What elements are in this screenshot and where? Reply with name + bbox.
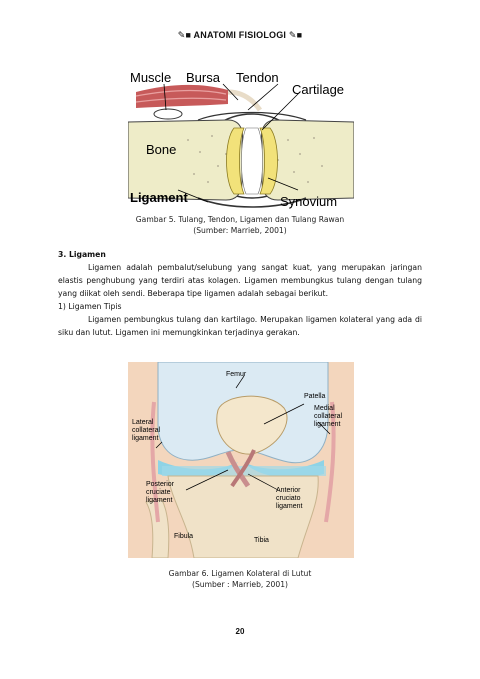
running-header: ✎■ ANATOMI FISIOLOGI ✎■ bbox=[0, 30, 480, 41]
label-anterior-1: Anterior bbox=[276, 487, 301, 494]
label-femur: Femur bbox=[226, 371, 247, 378]
header-title: ANATOMI FISIOLOGI bbox=[193, 30, 287, 40]
paragraph-2: Ligamen pembungkus tulang dan kartilago.… bbox=[58, 315, 422, 337]
label-medial-1: Medial bbox=[314, 405, 335, 412]
label-medial-3: ligament bbox=[314, 421, 341, 428]
figure-knee-ligaments: Femur Patella Medial collateral ligament… bbox=[128, 362, 354, 558]
label-anterior-3: ligament bbox=[276, 503, 303, 510]
label-tibia: Tibia bbox=[254, 537, 269, 544]
pencil-square-icon: ✎■ bbox=[288, 30, 303, 40]
label-lateral-2: collateral bbox=[132, 427, 160, 434]
list-item-1: 1) Ligamen Tipis bbox=[58, 302, 122, 311]
figure-joint-diagram: Muscle Bursa Tendon Cartilage Bone Ligam… bbox=[128, 70, 354, 212]
label-cartilage: Cartilage bbox=[292, 82, 344, 97]
section-heading: 3. Ligamen bbox=[58, 250, 106, 259]
label-tendon: Tendon bbox=[236, 70, 279, 85]
label-patella: Patella bbox=[304, 393, 326, 400]
label-muscle: Muscle bbox=[130, 70, 171, 85]
figure5-caption: Gambar 5. Tulang, Tendon, Ligamen dan Tu… bbox=[135, 215, 345, 235]
paragraph-1: Ligamen adalah pembalut/selubung yang sa… bbox=[58, 263, 422, 298]
page-number: 20 bbox=[235, 627, 245, 636]
label-ligament: Ligament bbox=[130, 190, 188, 205]
label-bone: Bone bbox=[146, 142, 176, 157]
figure6-caption: Gambar 6. Ligamen Kolateral di Lutut (Su… bbox=[168, 569, 312, 589]
label-lateral-1: Lateral bbox=[132, 419, 154, 426]
label-lateral-3: ligament bbox=[132, 435, 159, 442]
label-posterior-1: Posterior bbox=[146, 481, 175, 488]
label-anterior-2: cruciato bbox=[276, 495, 301, 502]
label-bursa: Bursa bbox=[186, 70, 221, 85]
label-posterior-3: ligament bbox=[146, 497, 173, 504]
label-synovium: Synovium bbox=[280, 194, 337, 209]
pencil-square-icon: ✎■ bbox=[177, 30, 192, 40]
label-posterior-2: cruciate bbox=[146, 489, 171, 496]
label-fibula: Fibula bbox=[174, 533, 193, 540]
label-medial-2: collateral bbox=[314, 413, 342, 420]
section-ligamen: 3. Ligamen Ligamen adalah pembalut/selub… bbox=[58, 248, 422, 339]
